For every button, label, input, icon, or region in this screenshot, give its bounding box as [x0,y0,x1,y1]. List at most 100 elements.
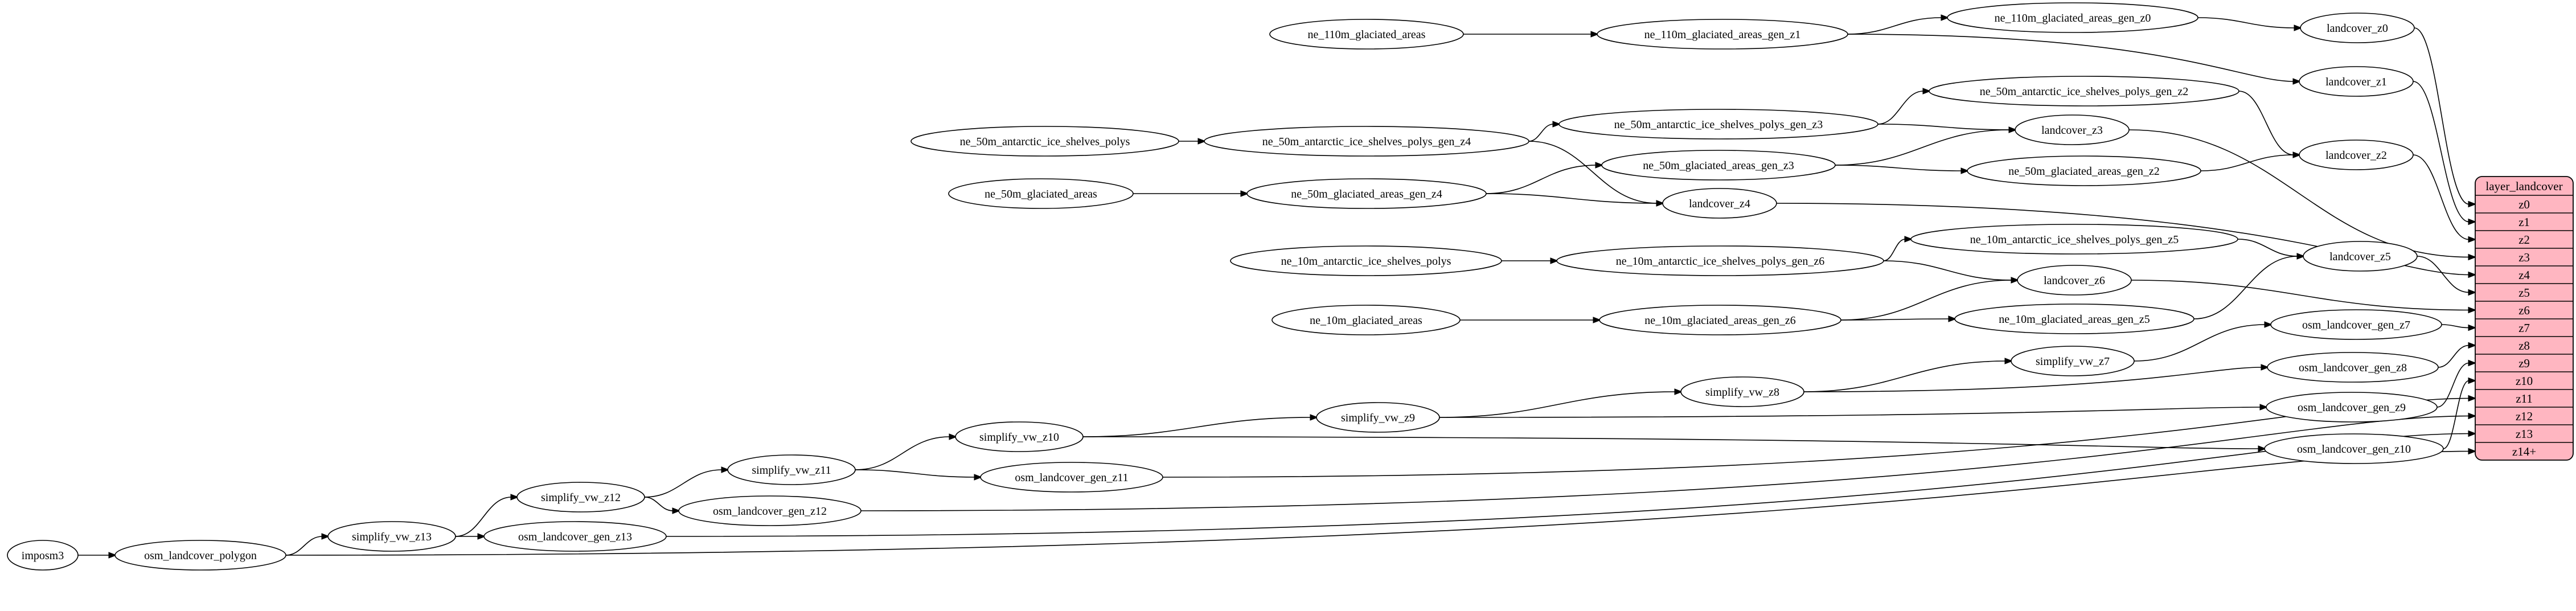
node-ellipse [727,454,856,485]
arrowhead-icon [1240,190,1249,197]
table-row-z12: z12 [2516,409,2533,423]
node-label: simplify_vw_z13 [352,531,432,543]
arrowhead-icon [2011,277,2020,284]
arrowhead-icon [2468,253,2477,261]
edge-ne_50m_antarctic_ice_shelves_polys_gen_z4-to-landcover_z4 [1528,141,1658,204]
table-row-z3: z3 [2518,251,2530,264]
table-row-z11: z11 [2516,392,2533,405]
arrowhead-icon [2468,359,2477,367]
edge-ne_110m_glaciated_areas_gen_z0-to-landcover_z0 [2197,17,2295,28]
node-label: ne_50m_glaciated_areas_gen_z2 [2008,165,2159,178]
arrowhead-icon [1948,315,1957,322]
node-label: ne_110m_glaciated_areas_gen_z1 [1644,28,1801,41]
node-ellipse [2299,66,2414,97]
node-label: landcover_z2 [2325,149,2387,162]
node-landcover_z3: landcover_z3 [2015,114,2130,145]
node-ellipse [1599,305,1841,335]
node-ellipse [1597,19,1848,50]
node-landcover_z2: landcover_z2 [2299,140,2414,170]
edge-osm_landcover_gen_z13-to-z13 [666,433,2470,537]
edge-ne_110m_glaciated_areas_gen_z1-to-ne_110m_glaciated_areas_gen_z0 [1847,17,1942,35]
node-ellipse [980,462,1163,493]
node-ellipse [1954,304,2194,334]
node-ne_10m_glaciated_areas_gen_z6: ne_10m_glaciated_areas_gen_z6 [1599,305,1841,335]
table-row-z5: z5 [2518,286,2530,300]
edge-osm_landcover_gen_z9-to-z9 [2436,362,2470,408]
arrowhead-icon [477,533,486,540]
node-osm_landcover_gen_z10: osm_landcover_gen_z10 [2264,433,2444,464]
edge-ne_50m_antarctic_ice_shelves_polys_gen_z3-to-ne_50m_antarctic_ice_shelves_polys_gen_z2 [1877,91,1924,125]
node-ellipse [1230,245,1502,276]
node-osm_landcover_gen_z7: osm_landcover_gen_z7 [2270,309,2442,340]
arrowhead-icon [2294,24,2303,31]
node-label: simplify_vw_z7 [2036,355,2110,368]
node-ellipse [1316,402,1440,433]
node-landcover_z4: landcover_z4 [1662,188,1777,219]
node-ne_50m_glaciated_areas_gen_z2: ne_50m_glaciated_areas_gen_z2 [1967,155,2201,186]
table-row-z14+: z14+ [2512,445,2536,458]
node-ellipse [2017,265,2132,296]
arrowhead-icon [1674,388,1683,395]
arrowhead-icon [1550,257,1559,264]
edge-osm_landcover_gen_z7-to-z7 [2441,324,2470,329]
node-ne_50m_glaciated_areas_gen_z4: ne_50m_glaciated_areas_gen_z4 [1246,178,1487,209]
node-ne_50m_glaciated_areas_gen_z3: ne_50m_glaciated_areas_gen_z3 [1601,150,1836,181]
arrowhead-icon [1922,88,1931,95]
edge-landcover_z0-to-z0 [2414,27,2470,205]
node-ellipse [2303,241,2418,272]
node-ellipse [516,482,645,512]
arrowhead-icon [1593,317,1602,323]
node-simplify_vw_z9: simplify_vw_z9 [1316,402,1440,433]
node-label: ne_10m_glaciated_areas_gen_z6 [1644,314,1795,327]
arrowhead-icon [1941,14,1950,21]
edge-ne_50m_glaciated_areas_gen_z3-to-ne_50m_glaciated_areas_gen_z2 [1835,165,1962,171]
arrowhead-icon [974,474,983,481]
node-ellipse [1601,150,1836,181]
edge-ne_50m_glaciated_areas_gen_z2-to-landcover_z2 [2200,154,2294,171]
node-label: landcover_z1 [2325,76,2387,88]
node-label: ne_10m_antarctic_ice_shelves_polys [1281,255,1451,268]
node-ne_10m_antarctic_ice_shelves_polys: ne_10m_antarctic_ice_shelves_polys [1230,245,1502,276]
table-row-z8: z8 [2518,339,2530,352]
edge-osm_landcover_gen_z12-to-z12 [860,415,2470,511]
edge-ne_50m_glaciated_areas_gen_z4-to-landcover_z4 [1486,193,1658,204]
arrowhead-icon [2468,412,2477,420]
edge-simplify_vw_z10-to-simplify_vw_z9 [1082,417,1311,437]
node-ne_50m_antarctic_ice_shelves_polys_gen_z4: ne_50m_antarctic_ice_shelves_polys_gen_z… [1204,126,1529,157]
table-title: layer_landcover [2485,179,2562,193]
arrowhead-icon [2292,151,2302,158]
node-ellipse [7,540,79,571]
arrowhead-icon [2296,253,2306,260]
node-label: ne_50m_antarctic_ice_shelves_polys_gen_z… [1262,136,1471,148]
node-label: landcover_z5 [2329,251,2391,263]
arrowhead-icon [2261,364,2270,371]
node-ellipse [1271,305,1461,335]
node-ellipse [2266,392,2438,423]
node-label: landcover_z4 [1689,198,1750,210]
node-label: osm_landcover_gen_z9 [2298,401,2406,414]
node-ne_50m_antarctic_ice_shelves_polys_gen_z3: ne_50m_antarctic_ice_shelves_polys_gen_z… [1558,109,1878,140]
node-label: landcover_z3 [2041,124,2103,137]
node-ellipse [2264,433,2444,464]
arrowhead-icon [2468,306,2477,314]
node-label: simplify_vw_z9 [1341,412,1415,424]
arrowhead-icon [2468,342,2477,349]
table-row-z10: z10 [2516,374,2533,388]
node-label: ne_50m_antarctic_ice_shelves_polys_gen_z… [1614,118,1823,131]
edges-layer [77,14,2477,559]
arrowhead-icon [1904,236,1913,243]
edge-ne_50m_glaciated_areas_gen_z3-to-landcover_z3 [1835,129,2010,166]
node-ne_50m_glaciated_areas: ne_50m_glaciated_areas [948,178,1134,209]
arrowhead-icon [1197,138,1207,145]
table-row-z13: z13 [2516,427,2533,441]
arrowhead-icon [1552,121,1561,128]
node-ellipse [1556,245,1884,276]
node-label: imposm3 [22,550,64,562]
table-row-z6: z6 [2518,304,2530,317]
arrowhead-icon [2004,358,2013,364]
arrowhead-icon [2468,448,2477,455]
node-label: ne_10m_antarctic_ice_shelves_polys_gen_z… [1616,255,1825,268]
edge-ne_110m_glaciated_areas_gen_z1-to-landcover_z1 [1847,34,2294,82]
arrowhead-icon [721,466,730,473]
